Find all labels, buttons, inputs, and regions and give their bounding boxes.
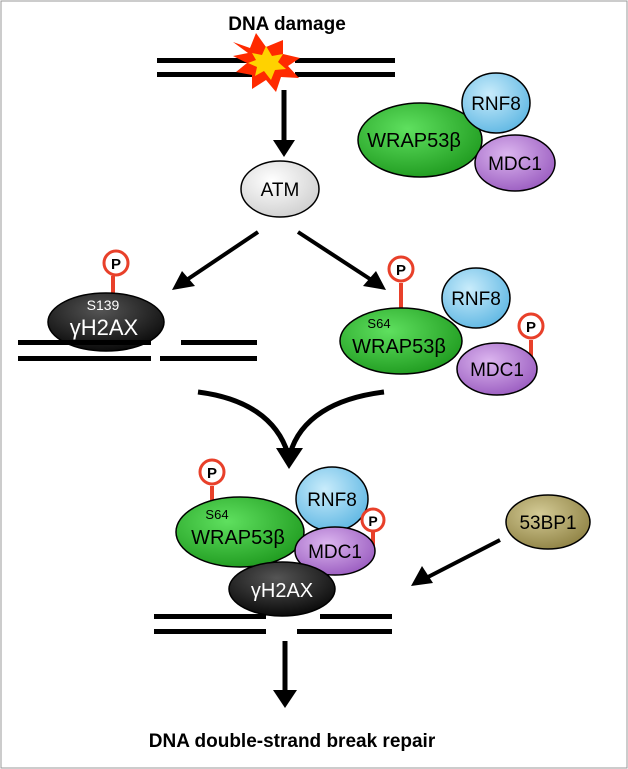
phospho-wrap53b-bottom-icon [198,458,226,486]
s64-bottom-site-label: S64 [205,507,228,522]
gh2ax-left-node [47,292,165,352]
rnf8-top-label: RNF8 [471,94,521,115]
gh2ax-bottom-node [228,561,336,617]
mdc1-mid-node [456,342,538,396]
damage-burst-icon [233,33,300,92]
arrow-atm-to-wrap53b [296,230,372,281]
wrap53b-top-label: WRAP53β [367,130,461,152]
wrap53b-bottom-label: WRAP53β [191,527,285,549]
s64-mid-site-label: S64 [367,316,390,331]
title-dna-repair: DNA double-strand break repair [149,731,436,752]
phospho-wrap53b-bottom-label: P [207,465,217,482]
mdc1-top-node [474,134,556,192]
mdc1-mid-label: MDC1 [470,360,524,381]
damaged-dna-strands-top [157,58,395,77]
wrap53b-bottom-node [175,496,305,568]
rnf8-mid-label: RNF8 [451,289,501,310]
rnf8-mid-node [441,267,511,329]
gh2ax-left-label: γH2AX [70,315,139,340]
atm-label: ATM [261,180,300,201]
mdc1-bottom-node [294,526,376,576]
arrow-53bp1-to-dsb [427,538,501,579]
gh2ax-bottom-label: γH2AX [251,580,313,602]
phospho-wrap53b-mid-icon [387,255,415,283]
phospho-h2ax-icon [102,249,130,277]
arrow-atm-to-h2ax-head [172,271,195,290]
53bp1-node: 53BP1 [505,494,591,550]
arrow-to-repair-head [273,690,297,708]
arrow-damage-to-atm-head [273,140,295,157]
complex-top-right: WRAP53β RNF8 MDC1 [357,72,556,192]
bottom-complex: P P S64 WRAP53β RNF8 MDC1 γH2AX [175,458,386,617]
mdc1-top-label: MDC1 [488,154,542,175]
mdc1-bottom-label: MDC1 [308,542,362,563]
wrap53b-top-node [357,102,483,178]
phospho-wrap53b-mid-label: P [396,262,406,279]
left-branch: P S139 γH2AX [18,249,257,361]
phospho-mdc1-mid-icon [517,312,545,340]
wrap53b-mid-label: WRAP53β [352,336,446,358]
phospho-mdc1-mid-label: P [526,319,536,336]
arrow-atm-to-wrap53b-head [363,271,386,290]
s139-site-label: S139 [87,297,120,313]
phospho-mdc1-bottom-icon [360,507,386,533]
phospho-h2ax-label: P [111,256,121,273]
curve-arrow-right [287,389,385,455]
wrap53b-mid-node [339,307,463,375]
rnf8-top-node [461,72,531,134]
curve-arrow-head [276,448,303,469]
53bp1-label: 53BP1 [519,513,576,534]
atm-node: ATM [240,160,320,218]
arrow-atm-to-h2ax [186,230,260,281]
right-branch: P P S64 WRAP53β RNF8 MDC1 [339,255,545,396]
arrow-53bp1-to-dsb-head [411,566,433,586]
rnf8-bottom-label: RNF8 [307,490,357,511]
phospho-mdc1-bottom-label: P [368,513,377,529]
curve-arrow-left [197,389,291,455]
title-dna-damage: DNA damage [228,14,346,35]
dna-strands-bottom [154,614,392,634]
